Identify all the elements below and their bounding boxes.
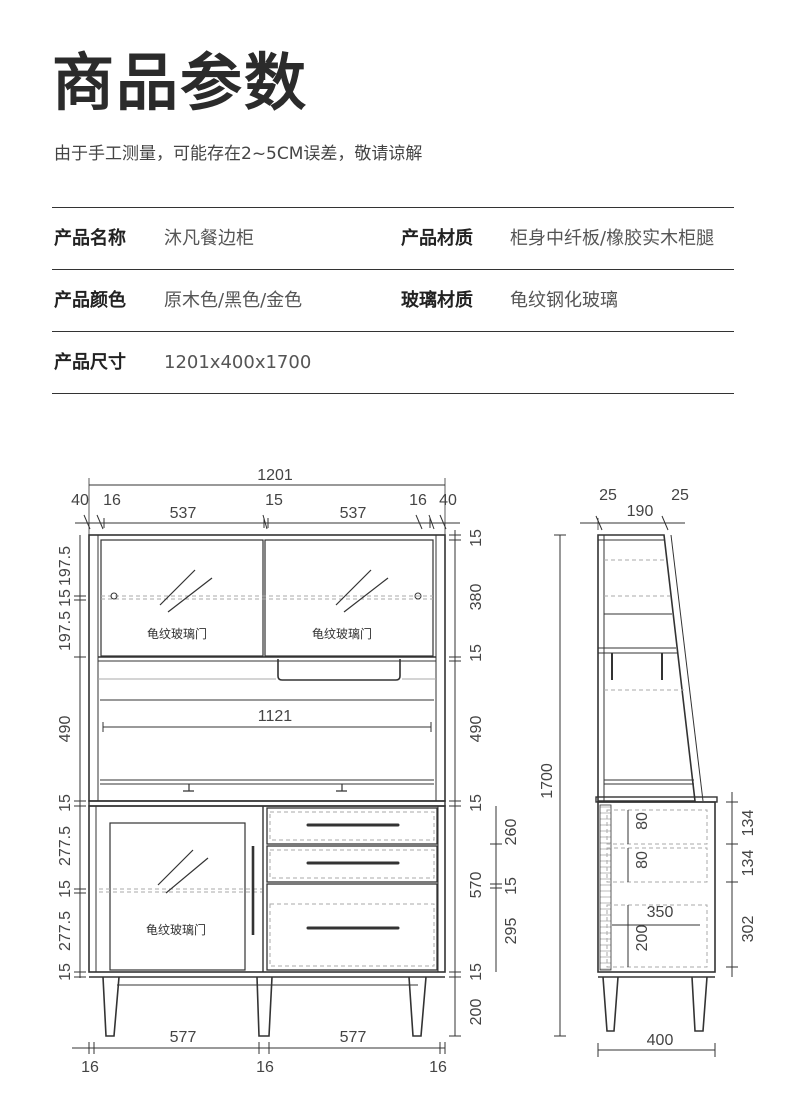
dim-left-height: 15 [57,794,74,812]
dim-side-depth-bottom: 400 [647,1032,674,1049]
side-lower-cabinet [597,801,716,973]
dim-right-height: 570 [468,872,485,899]
leg [256,976,273,1037]
dim-right-height: 15 [468,644,485,662]
dim-left-height: 277.5 [57,826,74,866]
hutch-side [597,534,696,802]
leg [102,976,120,1037]
hutch-frame [88,534,446,802]
dim-inner-width: 1121 [258,708,293,725]
lower-glass-door [109,822,246,971]
dim-total-height: 1700 [539,763,556,799]
dim-side-40-left: 40 [71,492,89,509]
hutch-handle [277,659,401,681]
dim-lower-width-right: 577 [340,1029,367,1046]
dim-side-edge-right: 25 [671,487,689,504]
dim-left-height: 15 [57,963,74,981]
spec-value-size: 1201x400x1700 [164,352,312,373]
spec-label-name: 产品名称 [54,228,126,249]
spec-label-glass: 玻璃材质 [401,290,473,311]
dim-side-right-height: 302 [740,916,757,943]
spec-value-material: 柜身中纤板/橡胶实木柜腿 [510,228,715,249]
spec-value-glass: 龟纹钢化玻璃 [510,290,618,311]
dim-drawer-height: 260 [503,819,520,846]
glass-door-label: 龟纹玻璃门 [312,626,372,641]
dim-middle-15: 15 [265,492,283,509]
spec-label-size: 产品尺寸 [54,352,126,373]
dim-side-right-height: 134 [740,850,757,877]
spec-row: 产品尺寸 1201x400x1700 [52,331,734,394]
spec-row: 产品名称 沐凡餐边柜 产品材质 柜身中纤板/橡胶实木柜腿 [52,207,734,269]
dim-inner-width: 350 [647,904,674,921]
spec-label-color: 产品颜色 [54,290,126,311]
page-subtitle: 由于手工测量，可能存在2~5CM误差，敬请谅解 [54,144,423,164]
dim-bottom-16: 16 [256,1059,274,1076]
dim-overall-width: 1201 [257,467,293,484]
glass-door-label: 龟纹玻璃门 [146,922,206,937]
dim-left-height: 15 [57,880,74,898]
upper-left-glass-door [100,539,264,657]
drawer-1 [266,807,438,845]
dim-side-right-height: 134 [740,810,757,837]
dim-drawer-height: 15 [503,877,520,895]
front-view-labels: 1201 40 16 537 15 537 16 40 龟纹玻璃门 龟纹玻璃门 … [57,467,520,1076]
leg [691,976,708,1032]
leg [408,976,427,1037]
dim-left-height: 490 [57,716,74,743]
drawer-3 [266,883,438,971]
dim-left-height: 197.5 [57,611,74,651]
dim-left-height: 197.5 [57,546,74,586]
dim-side-16-left: 16 [103,492,121,509]
dim-side-16-right: 16 [409,492,427,509]
dim-inner-height: 200 [634,925,651,952]
dim-bottom-16: 16 [429,1059,447,1076]
dim-left-height: 277.5 [57,911,74,951]
upper-right-glass-door [264,539,434,657]
dim-upper-door-right: 537 [340,505,367,522]
dim-drawer-height: 295 [503,918,520,945]
leg [602,976,619,1032]
dim-right-height: 380 [468,584,485,611]
side-view-labels: 25 190 25 1700 80 80 200 350 134 134 302… [539,487,757,1049]
dim-upper-door-left: 537 [170,505,197,522]
spec-row: 产品颜色 原木色/黑色/金色 玻璃材质 龟纹钢化玻璃 [52,269,734,331]
lower-cabinet [88,805,446,973]
spec-table: 产品名称 沐凡餐边柜 产品材质 柜身中纤板/橡胶实木柜腿 产品颜色 原木色/黑色… [52,207,734,394]
dim-inner-height: 80 [634,812,651,830]
spec-value-name: 沐凡餐边柜 [164,228,254,249]
dim-right-height: 15 [468,963,485,981]
drawer-2 [266,845,438,883]
glass-door-label: 龟纹玻璃门 [147,626,207,641]
dim-right-height: 200 [468,999,485,1026]
dim-inner-height: 80 [634,851,651,869]
dim-bottom-16: 16 [81,1059,99,1076]
dim-right-height: 15 [468,529,485,547]
spec-value-color: 原木色/黑色/金色 [164,290,303,311]
dim-side-edge-left: 25 [599,487,617,504]
page-title: 商品参数 [52,46,309,119]
dim-side-40-right: 40 [439,492,457,509]
dim-right-height: 490 [468,716,485,743]
dim-lower-width-left: 577 [170,1029,197,1046]
side-view [554,515,738,1057]
dim-side-depth-top: 190 [627,503,654,520]
dim-left-height: 15 [57,589,74,607]
dim-right-height: 15 [468,794,485,812]
spec-label-material: 产品材质 [401,228,473,249]
front-view [72,478,502,1054]
